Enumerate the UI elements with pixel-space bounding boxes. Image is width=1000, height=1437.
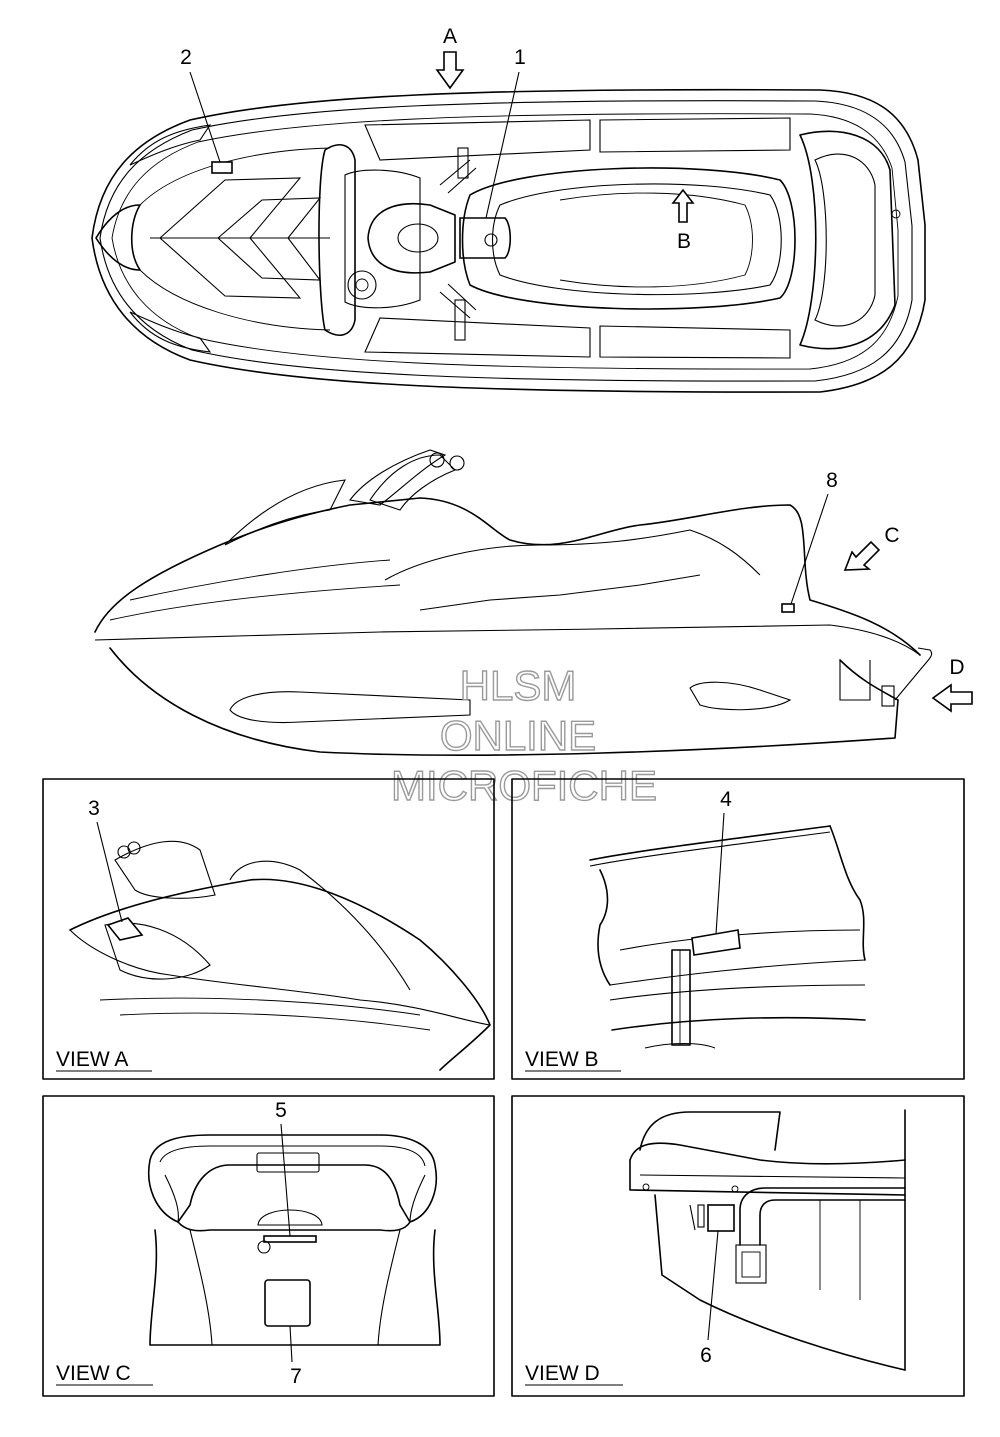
view-b-panel (511, 778, 965, 1080)
side-view-watercraft (94, 449, 933, 756)
callout-4-leader (715, 812, 725, 935)
view-arrow-a-letter: A (443, 25, 457, 48)
view-b-label: VIEW B (525, 1048, 599, 1071)
callout-7-leader (289, 1325, 293, 1363)
callout-7: 7 (290, 1365, 302, 1388)
callout-5: 5 (275, 1099, 287, 1122)
view-d-label: VIEW D (525, 1362, 600, 1385)
callout-6-leader (707, 1230, 719, 1341)
callout-6: 6 (700, 1344, 712, 1367)
callout-3: 3 (88, 797, 100, 820)
view-arrow-d-letter: D (949, 656, 964, 679)
view-a-arrow-icon (435, 51, 465, 90)
view-c-arrow-icon (843, 540, 881, 571)
view-d-arrow-icon (931, 683, 973, 713)
callout-1: 1 (514, 46, 526, 69)
view-d-panel (511, 1095, 965, 1397)
view-a-label: VIEW A (56, 1048, 128, 1071)
callout-4: 4 (720, 788, 732, 811)
view-c-panel (42, 1095, 495, 1397)
callout-5-leader (280, 1123, 291, 1237)
view-arrow-c-letter: C (884, 524, 899, 547)
top-view-watercraft (91, 88, 926, 393)
callout-1-leader (485, 71, 520, 219)
view-arrow-b-letter: B (677, 230, 691, 253)
callout-2-leader (189, 71, 221, 163)
callout-8: 8 (826, 469, 838, 492)
view-c-label: VIEW C (56, 1362, 131, 1385)
watermark-line-3: MICROFICHE (391, 762, 657, 809)
watermark-line-2: ONLINE (440, 712, 596, 759)
view-a-panel (42, 778, 495, 1080)
watermark-line-1: HLSM (460, 662, 577, 709)
callout-3-leader (96, 821, 123, 923)
callout-2: 2 (180, 46, 192, 69)
callout-8-leader (790, 493, 829, 605)
